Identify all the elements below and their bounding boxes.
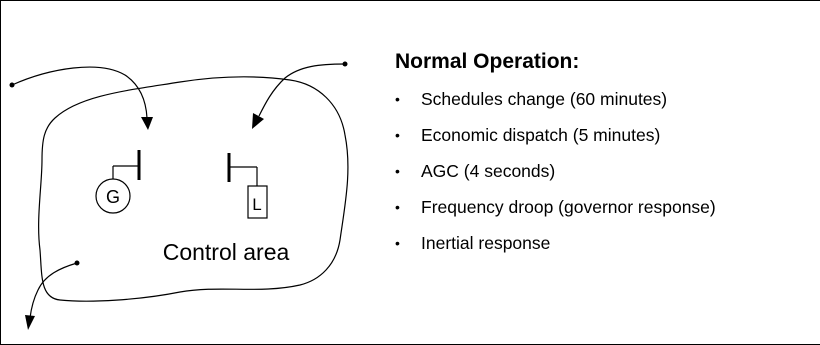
generator-label: G — [106, 187, 120, 207]
outgoing-arrow — [25, 260, 80, 330]
normal-operation-panel: Normal Operation: Schedules change (60 m… — [395, 50, 820, 268]
generator-symbol: G — [95, 150, 141, 214]
load-icon — [247, 185, 268, 219]
panel-heading: Normal Operation: — [395, 50, 580, 73]
load-symbol: L — [227, 153, 268, 219]
load-label: L — [252, 195, 261, 214]
list-item: AGC (4 seconds) — [395, 160, 820, 196]
control-area-boundary — [38, 76, 349, 302]
list-item: Frequency droop (governor response) — [395, 196, 820, 232]
list-item: Schedules change (60 minutes) — [395, 88, 820, 124]
list-item: Inertial response — [395, 232, 820, 268]
operation-list: Schedules change (60 minutes) Economic d… — [395, 88, 820, 268]
incoming-arrow-right — [252, 61, 348, 129]
list-item: Economic dispatch (5 minutes) — [395, 124, 820, 160]
control-area-label: Control area — [163, 239, 290, 265]
incoming-arrow-left — [9, 66, 153, 130]
